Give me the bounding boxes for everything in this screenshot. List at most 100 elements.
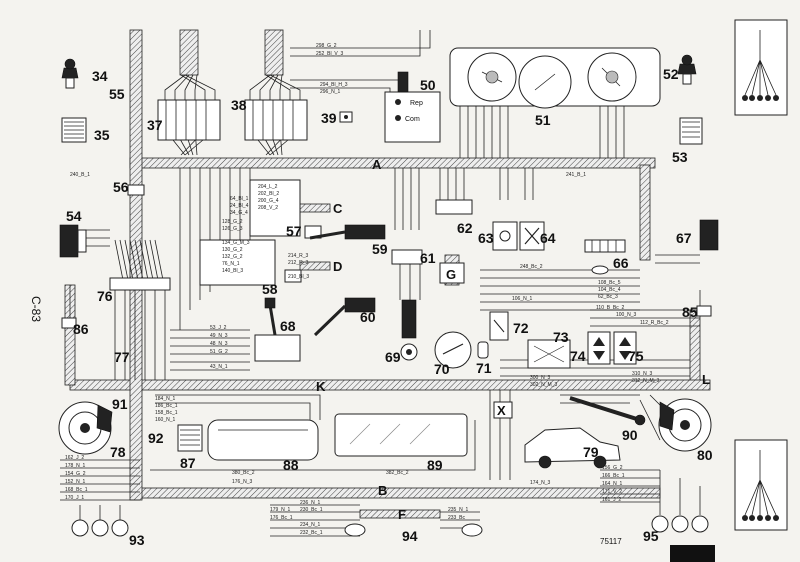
label-62: 62 [457, 220, 473, 236]
label-68: 68 [280, 318, 296, 334]
wire-label: 200_G_4 [258, 198, 279, 204]
harness-label-k: K [316, 379, 326, 394]
wire-label: 132_G_2 [222, 254, 243, 260]
wire-label: 241_B_1 [566, 172, 586, 178]
harness-label-g: G [446, 267, 456, 282]
label-69: 69 [385, 349, 401, 365]
wire-label: 112_R_Bc_2 [640, 320, 669, 326]
harness-g-box [439, 262, 465, 284]
harness-trunks [64, 29, 711, 519]
label-67: 67 [676, 230, 692, 246]
wire-label: 202_Bl_2 [258, 191, 279, 197]
wire-label: 184_N_1 [155, 396, 176, 402]
wire-label: 43_N_1 [210, 364, 228, 370]
component-75-window-switch [613, 331, 637, 365]
component-69-horn [400, 299, 418, 361]
wire-label: 158_Bc_1 [155, 410, 178, 416]
harness-a-right-drop [639, 164, 651, 261]
wire-label: 140_Bl_3 [222, 268, 243, 274]
label-57: 57 [286, 223, 302, 239]
wire-label: 170_J_1 [65, 495, 84, 501]
component-74-window-switch [587, 331, 611, 365]
component-64-switch [519, 221, 545, 251]
label-56: 56 [113, 179, 129, 195]
harness-top-bundle-2 [264, 29, 284, 76]
wire-label: 176_Bc_1 [270, 515, 293, 521]
label-35: 35 [94, 127, 110, 143]
component-86-connector [61, 317, 77, 329]
label-50: 50 [420, 77, 436, 93]
harness-top-bundle-1 [179, 29, 199, 76]
label-59: 59 [372, 241, 388, 257]
wire-label: 171_V_2 [602, 489, 622, 495]
wire-label: 176_N_3 [232, 479, 253, 485]
component-39-switch [339, 111, 353, 123]
component-53-connector [679, 117, 703, 145]
label-51: 51 [535, 112, 551, 128]
label-60: 60 [360, 309, 376, 325]
harness-b-trunk [139, 487, 661, 499]
component-78-brake-disc [58, 401, 113, 455]
component-58-connector [199, 239, 302, 286]
wire-label: 210_Bl_3 [288, 274, 309, 280]
wire-label: 300_N_3 [530, 375, 551, 381]
component-60-lever-switch [313, 297, 376, 337]
label-89: 89 [427, 457, 443, 473]
component-94-lamps [344, 523, 483, 537]
component-80-brake-disc [658, 398, 712, 452]
wire-label: 235_N_1 [448, 507, 469, 513]
label-34: 34 [92, 68, 108, 84]
wire-label: 160_N_1 [155, 417, 176, 423]
wire-label: 310_N_3 [632, 371, 653, 377]
label-75: 75 [628, 348, 644, 364]
component-50-relay: Rep Com [384, 71, 441, 143]
wire-label: 296_N_1 [320, 89, 341, 95]
wire-label: 152_N_1 [65, 479, 86, 485]
component-87-connector [177, 424, 203, 452]
page-tab [670, 545, 715, 562]
label-53: 53 [672, 149, 688, 165]
label-91: 91 [112, 396, 128, 412]
component-38-connector-block [244, 99, 308, 141]
component-68-lever-switch [254, 297, 301, 362]
wire-label: 51_G_2 [210, 349, 228, 355]
component-72-switch [489, 311, 509, 341]
harness-label-c: C [333, 201, 343, 216]
component-59-lever-switch [309, 224, 386, 240]
wire-label: 382_Bc_2 [386, 470, 409, 476]
label-79: 79 [583, 444, 599, 460]
wire-label: 294_Bl_H_3 [320, 82, 348, 88]
wire-label: 110_B_Bc_2 [596, 305, 624, 311]
wire-label: 178_N_1 [65, 463, 86, 469]
component-numbers: 34 35 37 38 39 50 51 52 53 54 55 56 57 5… [66, 66, 713, 548]
label-71: 71 [476, 360, 492, 376]
wire-labels: 298_G_2 252_Bl_V_3 294_Bl_H_3 296_N_1 24… [65, 43, 669, 536]
wire-label: 48_N_3 [210, 341, 228, 347]
label-64: 64 [540, 230, 556, 246]
wire-label: 234_N_1 [300, 522, 321, 528]
label-63: 63 [478, 230, 494, 246]
harness-label-a: A [372, 157, 382, 172]
component-89-rear-window [334, 413, 468, 457]
wire-label: 128_G_2 [222, 219, 243, 225]
label-58: 58 [262, 281, 278, 297]
label-54: 54 [66, 208, 82, 224]
label-74: 74 [570, 348, 586, 364]
component-35-connector [61, 117, 87, 143]
label-52: 52 [663, 66, 679, 82]
label-92: 92 [148, 430, 164, 446]
label-76: 76 [97, 288, 113, 304]
component-37-connector-block [157, 99, 221, 141]
harness-a-trunk [129, 157, 656, 169]
wire-label: 34_G_4 [230, 210, 248, 216]
label-61: 61 [420, 250, 436, 266]
label-73: 73 [553, 329, 569, 345]
component-63-switch [492, 221, 518, 251]
label-39: 39 [321, 110, 337, 126]
wire-label: 64_Bl_1 [230, 196, 249, 202]
wire-label: 162_J_2 [65, 455, 84, 461]
harness-label-x: X [497, 403, 506, 418]
label-94: 94 [402, 528, 418, 544]
wire-label: 164_N_1 [602, 481, 623, 487]
